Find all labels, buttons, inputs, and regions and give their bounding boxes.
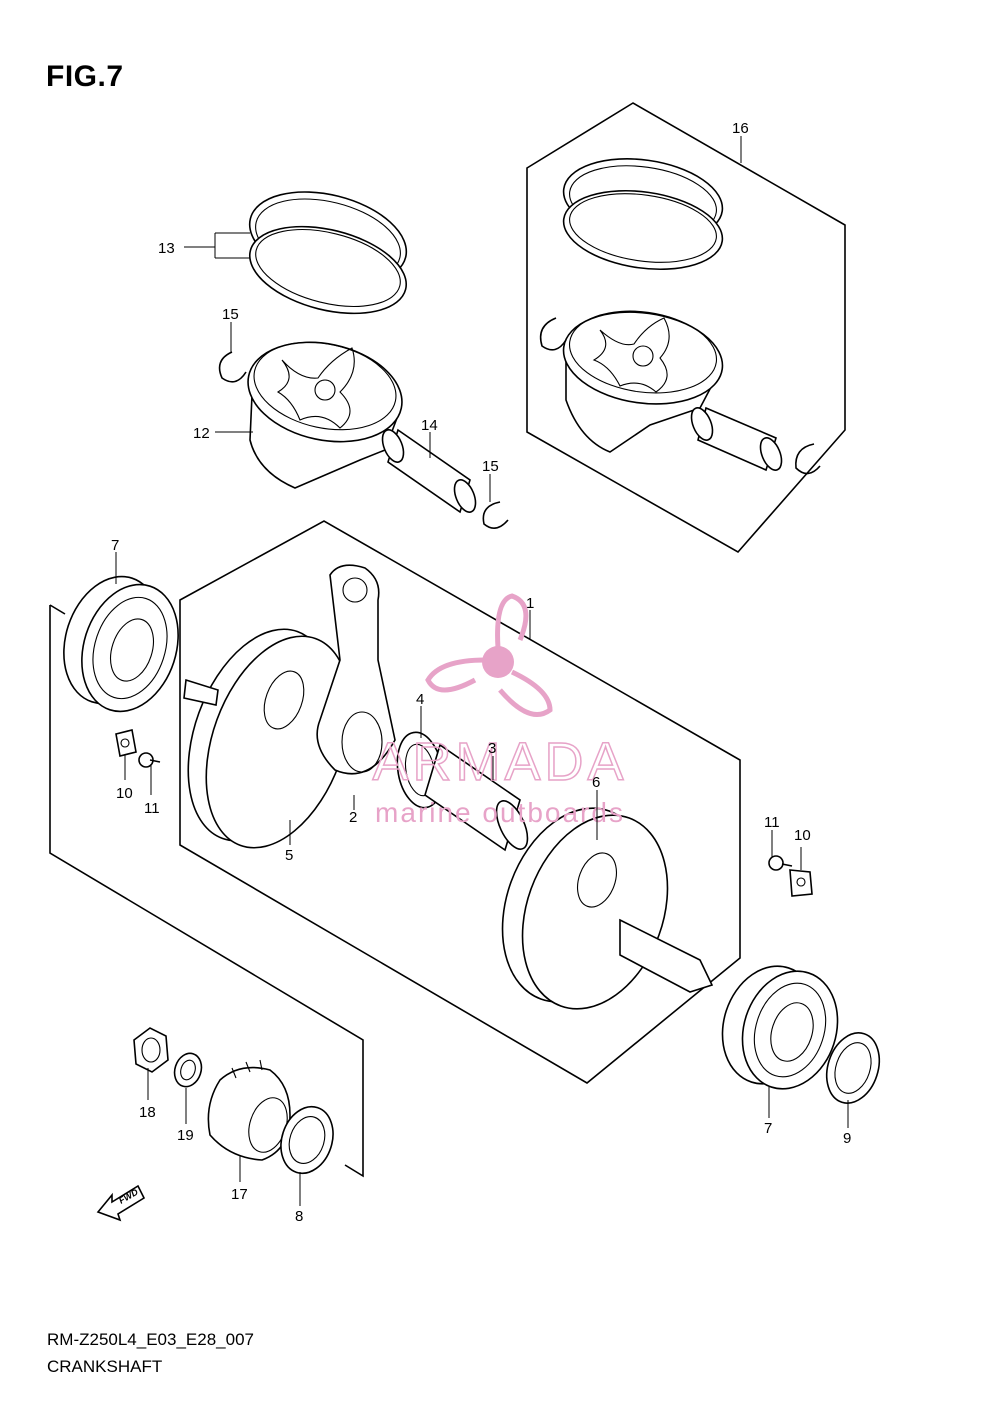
part-label-19: 19 (177, 1127, 194, 1144)
fwd-arrow: FWD (96, 1184, 146, 1222)
part-label-17: 17 (231, 1186, 248, 1203)
part-label-11-left: 11 (144, 800, 160, 817)
part-label-1: 1 (526, 595, 534, 612)
bearing-right (721, 965, 839, 1090)
part-label-4: 4 (416, 691, 424, 708)
part-label-3: 3 (488, 740, 496, 757)
crankshaft-assembly-frame (179, 520, 741, 1084)
piston (247, 341, 403, 489)
piston-set-pin (690, 406, 783, 472)
figure-name: CRANKSHAFT (47, 1357, 163, 1376)
nut (133, 1027, 169, 1073)
part-label-13: 13 (158, 240, 175, 257)
left-bearing-frame (49, 604, 364, 1178)
plate-right (789, 869, 813, 897)
crank-web-right (501, 807, 714, 1010)
bearing-left (63, 575, 179, 713)
part-label-8: 8 (295, 1208, 303, 1225)
piston-pin (381, 428, 477, 514)
piston-clip-left (218, 351, 247, 383)
part-label-2: 2 (349, 809, 357, 826)
watermark-tagline: marine outboards (375, 797, 625, 828)
part-labels: 16 13 15 12 14 15 7 1 4 3 6 2 10 11 5 11… (111, 120, 851, 1225)
plate-left (115, 729, 137, 757)
part-label-15-upper: 15 (222, 306, 239, 323)
part-label-15-lower: 15 (482, 458, 499, 475)
part-label-7-right: 7 (764, 1120, 772, 1137)
washer (173, 1052, 203, 1088)
part-label-6: 6 (592, 774, 600, 791)
watermark-brand: ARMADA (372, 732, 627, 792)
oil-seal-left (280, 1105, 334, 1175)
part-label-14: 14 (421, 417, 438, 434)
piston-clip-right (482, 501, 509, 529)
part-label-11-right: 11 (764, 814, 780, 831)
piston-set-frame (526, 102, 846, 554)
figure-title: FIG.7 (46, 60, 124, 93)
crank-pin (424, 743, 529, 852)
connecting-rod (316, 564, 396, 775)
crank-web-left (183, 628, 351, 849)
part-label-10-right: 10 (794, 827, 811, 844)
part-label-5: 5 (285, 847, 293, 864)
piston-rings (248, 191, 408, 315)
part-label-12: 12 (193, 425, 210, 442)
piston-set-piston (562, 310, 724, 453)
armada-watermark: ARMADA marine outboards (372, 593, 627, 828)
part-label-10-left: 10 (116, 785, 133, 802)
piston-set-clip-left (539, 317, 567, 351)
piston-set-rings (562, 158, 724, 271)
bolt-right (768, 855, 793, 871)
oil-seal-right (825, 1032, 881, 1104)
part-label-16: 16 (732, 120, 749, 137)
figure-code: RM-Z250L4_E03_E28_007 (47, 1330, 254, 1349)
piston-set-clip-right (795, 443, 821, 475)
part-label-9: 9 (843, 1130, 851, 1147)
part-label-18: 18 (139, 1104, 156, 1121)
propeller-logo (425, 593, 553, 717)
part-label-7-left: 7 (111, 537, 119, 554)
leader-lines (115, 136, 849, 1206)
bolt-left (138, 752, 161, 768)
